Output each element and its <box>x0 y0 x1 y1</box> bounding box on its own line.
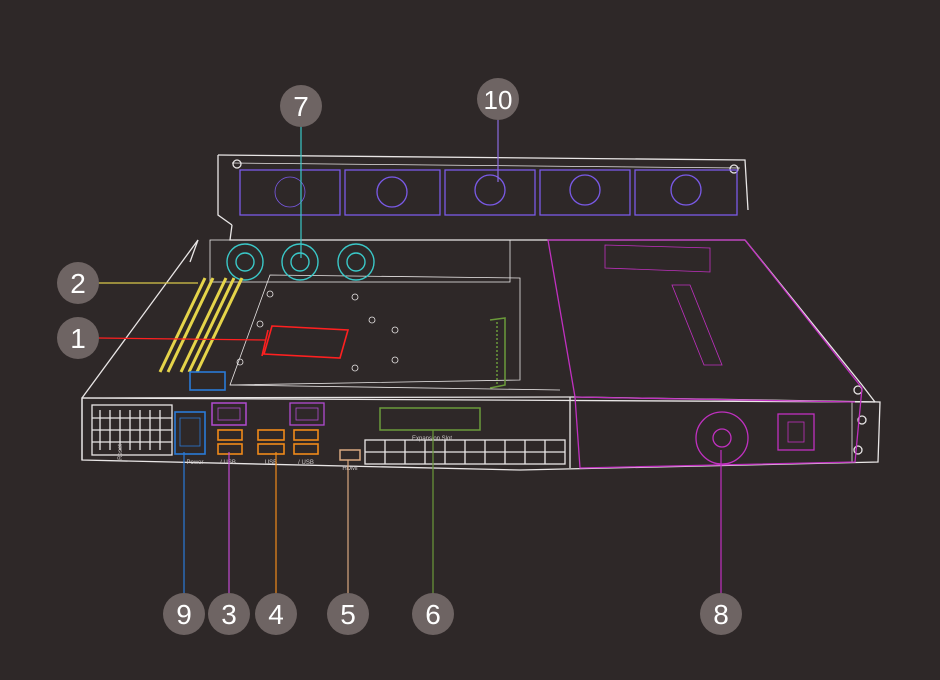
usb-label: USB <box>265 460 277 466</box>
reset-label: Reset <box>118 444 124 460</box>
processor-module <box>261 325 350 359</box>
callout-7: 7 <box>280 85 322 127</box>
callout-3: 3 <box>208 593 250 635</box>
callout-7-label: 7 <box>293 91 309 122</box>
callout-2-label: 2 <box>70 268 86 299</box>
expansion-slot <box>379 317 506 431</box>
callout-5-label: 5 <box>340 599 356 630</box>
power-button-label: Power <box>186 460 203 466</box>
callout-4: 4 <box>255 593 297 635</box>
callout-10: 10 <box>477 78 519 120</box>
usb-ports <box>217 429 319 455</box>
expansion-slot-label: Expansion Slot <box>412 436 452 442</box>
callout-1-label: 1 <box>70 323 86 354</box>
callout-6-label: 6 <box>425 599 441 630</box>
callout-8: 8 <box>700 593 742 635</box>
callout-1: 1 <box>57 317 99 359</box>
hot-swap-fan-bays <box>239 169 738 216</box>
callout-2: 2 <box>57 262 99 304</box>
callout-6: 6 <box>412 593 454 635</box>
lan-port-2 <box>289 402 325 426</box>
leader-1 <box>97 337 267 341</box>
callout-8-label: 8 <box>713 599 729 630</box>
hdmi-label: HDMI <box>342 466 358 472</box>
callout-10-label: 10 <box>484 85 513 115</box>
callout-9: 9 <box>163 593 205 635</box>
callout-5: 5 <box>327 593 369 635</box>
lan-port-1 <box>211 402 247 426</box>
lan-usb-label-2: / USB <box>298 460 314 466</box>
callout-3-label: 3 <box>221 599 237 630</box>
hdmi-port <box>339 449 361 461</box>
power-supply <box>547 239 863 469</box>
callout-leaders <box>97 120 722 596</box>
callout-9-label: 9 <box>176 599 192 630</box>
callout-badges: 1 2 3 4 5 6 7 8 <box>57 78 742 635</box>
chassis-outline <box>81 154 881 471</box>
memory-slots <box>158 277 244 373</box>
lan-usb-label-1: / USB <box>220 460 236 466</box>
callout-4-label: 4 <box>268 599 284 630</box>
system-fans <box>226 243 375 281</box>
power-button <box>174 371 226 455</box>
